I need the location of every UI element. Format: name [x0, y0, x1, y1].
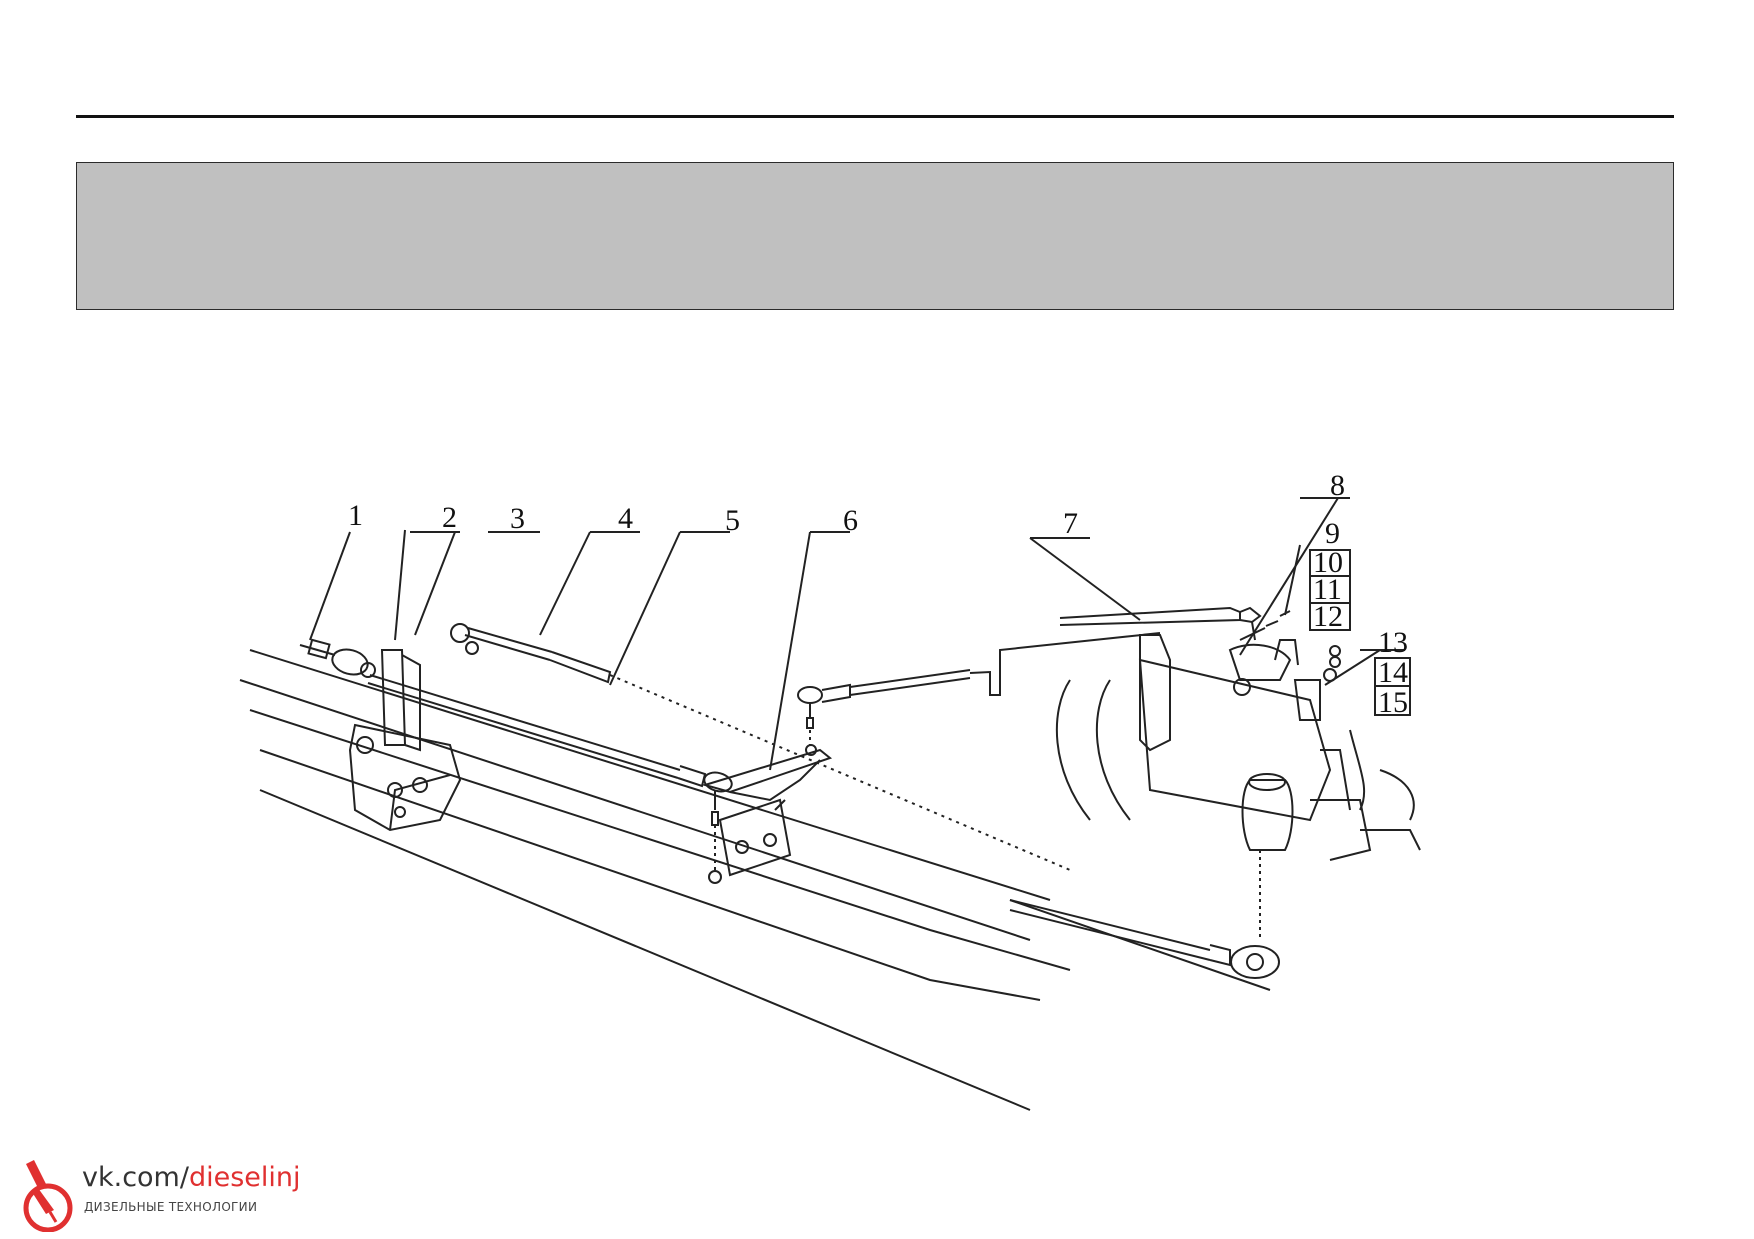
header-box — [76, 162, 1674, 310]
steering-gear — [1055, 634, 1421, 861]
frame-rail-line — [1009, 899, 1271, 991]
top-rule — [76, 115, 1674, 118]
callout-6: 6 — [843, 504, 858, 537]
rod-end-1 — [299, 638, 376, 678]
callout-labels: 1 2 3 4 5 6 7 8 9 10 11 12 13 14 15 — [348, 469, 1408, 719]
frame-rail-line — [249, 649, 1051, 901]
rod-6-to-7 — [797, 632, 1161, 756]
leader-lines — [309, 497, 1405, 771]
callout-3: 3 — [510, 502, 525, 535]
callout-10: 10 — [1313, 546, 1343, 579]
callout-12: 12 — [1313, 600, 1343, 633]
rod-5 — [367, 674, 733, 884]
frame-rail-line — [259, 749, 1041, 1001]
frame-rail-line — [239, 679, 1031, 941]
drag-link — [1009, 850, 1280, 979]
callout-4: 4 — [618, 502, 633, 535]
watermark-url-prefix: vk.com/ — [82, 1162, 189, 1193]
callout-11: 11 — [1313, 573, 1342, 606]
diagram-svg: 1 2 3 4 5 6 7 8 9 10 11 12 13 14 15 — [239, 469, 1421, 1111]
injector-logo-icon — [23, 1160, 73, 1232]
callout-9: 9 — [1325, 517, 1340, 550]
callout-5: 5 — [725, 504, 740, 537]
frame-rail-line — [249, 709, 1071, 971]
callout-15: 15 — [1378, 686, 1408, 719]
bracket-6 — [701, 748, 833, 877]
callout-8: 8 — [1330, 469, 1345, 502]
watermark-url: vk.com/dieselinj — [82, 1162, 301, 1193]
callout-frames — [1309, 549, 1411, 716]
callout-13: 13 — [1378, 626, 1408, 659]
rod-7 — [1059, 606, 1262, 641]
dotted-line — [609, 674, 1071, 871]
watermark-subtitle: ДИЗЕЛЬНЫЕ ТЕХНОЛОГИИ — [84, 1200, 258, 1214]
watermark-url-accent: dieselinj — [188, 1162, 301, 1193]
left-mount-bracket — [348, 649, 462, 832]
callout-1: 1 — [348, 499, 363, 532]
watermark[interactable]: vk.com/dieselinj ДИЗЕЛЬНЫЕ ТЕХНОЛОГИИ — [16, 1160, 316, 1232]
rod-4 — [450, 623, 612, 684]
nut-3 — [465, 641, 479, 655]
callout-2: 2 — [442, 501, 457, 534]
callout-7: 7 — [1063, 507, 1078, 540]
callout-14: 14 — [1378, 656, 1408, 689]
parts-diagram: 1 2 3 4 5 6 7 8 9 10 11 12 13 14 15 — [210, 350, 1630, 1150]
frame-rail-line — [259, 789, 1031, 1111]
